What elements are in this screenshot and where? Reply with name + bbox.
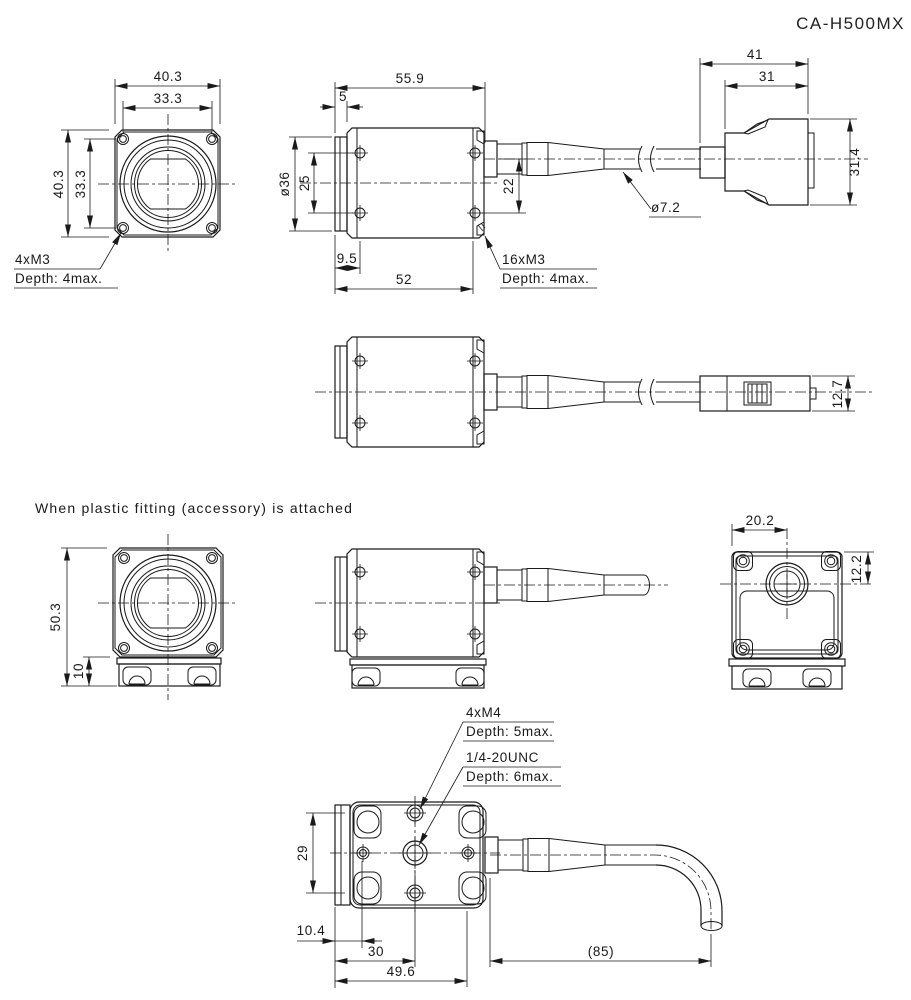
dim-connector-length: 41 [747, 47, 763, 62]
dim-connector-offset-x: 20.2 [746, 513, 775, 528]
front-thread-label: 4xM3 [15, 252, 50, 267]
plastic-fitting-front [116, 657, 222, 687]
dim-hole-pitch: 25 [297, 175, 312, 191]
cable-bend-inner [655, 864, 702, 926]
dim-lens-protrusion: 5 [339, 89, 347, 104]
dim-front-width-inner: 33.3 [154, 91, 183, 106]
dim-edge-to-hole: 10.4 [297, 923, 326, 938]
corner-pockets [353, 805, 487, 905]
page-title: CA-H500MX [796, 14, 905, 33]
dim-bottom-hole-pitch: 29 [295, 845, 310, 861]
unc-thread-label: 1/4-20UNC [466, 750, 539, 765]
dim-fitting-height: 10 [71, 663, 86, 679]
dim-bottom-body-length: 49.6 [387, 964, 416, 979]
cable-cut-end [643, 574, 650, 596]
fitting-front-view: 50.3 10 [48, 534, 238, 700]
dim-total-height: 50.3 [48, 603, 63, 632]
m4-thread-label: 4xM4 [466, 705, 501, 720]
cable-break-symbol [638, 378, 655, 406]
latch-slider [743, 381, 772, 406]
dim-front-hole-offset: 9.5 [337, 251, 358, 266]
dim-front-height-outer: 40.3 [51, 170, 66, 199]
fitting-side-view [315, 548, 668, 689]
side-thread-depth: Depth: 4max. [502, 271, 590, 286]
dim-body-length: 52 [396, 272, 412, 287]
front-view: 40.3 33.3 40.3 33.3 4xM3 Depth: 4max. [14, 69, 238, 289]
dim-edge-to-center: 30 [368, 944, 384, 959]
side-view: 55.9 5 ø36 25 22 9.5 52 16xM3 Depth: 4ma… [277, 47, 868, 294]
cable-bend-outer [655, 844, 723, 926]
dim-side-overall: 55.9 [396, 71, 425, 86]
dim-connector-height: 31.4 [847, 148, 862, 177]
dim-grip-length: 31 [759, 69, 775, 84]
plastic-fitting-rear [728, 658, 846, 690]
top-view: 12.7 [315, 336, 872, 448]
dim-cable-diameter: ø7.2 [651, 200, 680, 215]
m4-thread-depth: Depth: 5max. [466, 724, 554, 739]
fitting-rear-view: 20.2 12.2 [720, 513, 874, 690]
dim-rear-hole-offset: 22 [501, 178, 516, 194]
dim-front-height-inner: 33.3 [73, 170, 88, 199]
plastic-fitting-side [349, 658, 487, 689]
unc-thread-depth: Depth: 6max. [466, 769, 554, 784]
dim-lens-diameter: ø36 [277, 171, 292, 196]
dim-cable-length: (85) [588, 944, 614, 959]
side-thread-label: 16xM3 [502, 252, 546, 267]
cable-break-symbol [638, 145, 655, 173]
front-thread-depth: Depth: 4max. [15, 271, 103, 286]
cable-end-cap [700, 921, 723, 931]
bottom-view: 4xM4 Depth: 5max. 1/4-20UNC Depth: 6max.… [295, 705, 723, 988]
dim-front-width-outer: 40.3 [154, 69, 183, 84]
fitting-note: When plastic fitting (accessory) is atta… [35, 500, 353, 516]
connector-top [699, 375, 817, 412]
connector-side [699, 118, 815, 206]
dim-connector-offset-y: 12.2 [849, 555, 864, 584]
dim-connector-thickness: 12.7 [830, 380, 845, 409]
